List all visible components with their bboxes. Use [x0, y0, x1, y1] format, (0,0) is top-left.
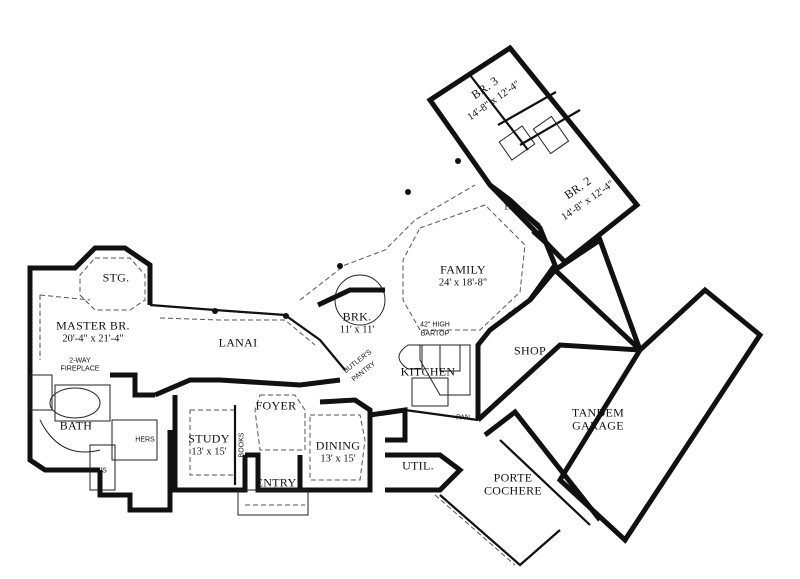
books-label: BOOKS — [238, 432, 246, 458]
util-name: UTIL. — [402, 458, 434, 473]
central-rooms — [172, 394, 479, 516]
foyer-name: FOYER — [255, 398, 297, 413]
master-suite — [27, 245, 341, 513]
half-bath-label: 1/2 — [503, 201, 517, 213]
his-label: HIS — [95, 467, 107, 475]
bath-name: BATH — [59, 418, 93, 433]
study-name: STUDY — [188, 431, 230, 446]
dining-size: 13' x 15' — [320, 453, 356, 465]
master-size: 20'-4" x 21'-4" — [62, 333, 124, 345]
entry-name: ENTRY — [255, 475, 297, 490]
brk-size: 11' x 11' — [339, 324, 375, 336]
porte-line1: PORTE — [493, 470, 533, 485]
shop-name: SHOP — [514, 343, 546, 358]
dining-name: DINING — [315, 438, 361, 453]
bedroom-wing — [426, 44, 641, 266]
fireplace-line1: 2-WAY — [69, 357, 91, 365]
study-size: 13' x 15' — [191, 446, 227, 458]
garage-line1: TANDEM — [571, 405, 625, 420]
bartop-line2: BARTOP — [420, 330, 450, 338]
lanai — [149, 158, 461, 371]
porte-line2: COCHERE — [483, 483, 543, 498]
bartop-line1: 42" HIGH — [420, 321, 450, 329]
pan-label: PAN — [456, 414, 470, 422]
master-name: MASTER BR. — [56, 318, 130, 333]
lanai-name: LANAI — [218, 335, 258, 350]
garage-line2: GARAGE — [572, 418, 624, 433]
family-name: FAMILY — [440, 262, 486, 277]
brk-name: BRK. — [342, 309, 372, 324]
fireplace-line2: FIREPLACE — [60, 365, 100, 373]
kitchen-name: KITCHEN — [400, 364, 456, 379]
hers-label: HERS — [135, 436, 155, 444]
stg-name: STG. — [102, 270, 130, 285]
family-size: 24' x 18'-8" — [438, 277, 488, 289]
garage-wing — [434, 236, 764, 567]
